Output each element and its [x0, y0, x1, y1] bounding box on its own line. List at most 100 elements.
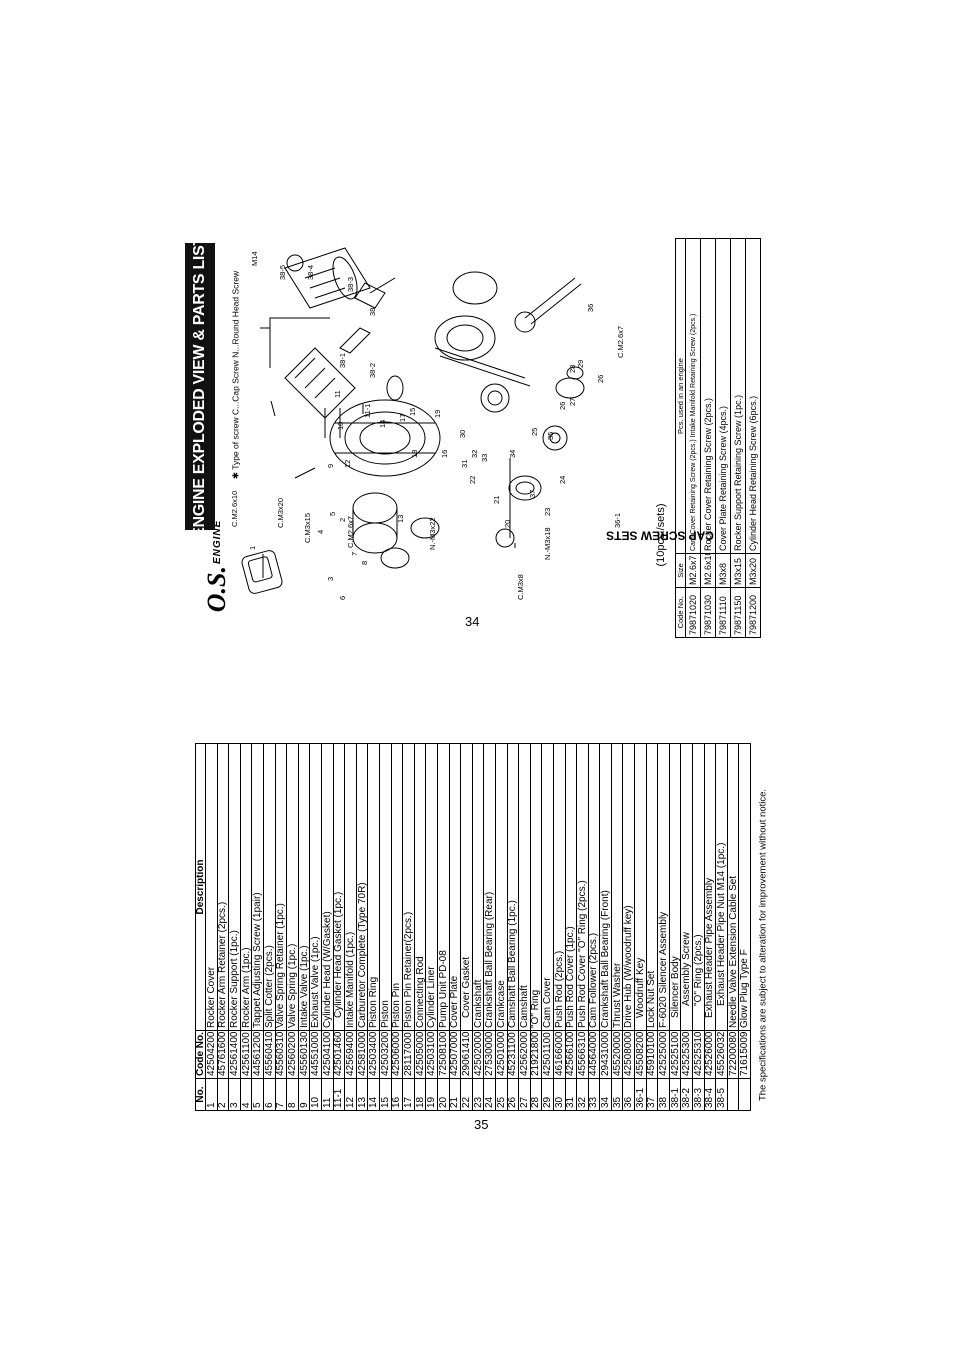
part-no-cell: 4: [240, 1078, 252, 1111]
callout-38-1: 38-1: [338, 353, 347, 368]
part-no-cell: [727, 1078, 739, 1111]
callout-38-4: 38-4: [306, 265, 315, 280]
callout-31: 31: [460, 460, 469, 468]
parts-header-row: No. Code No. Description: [195, 743, 206, 1111]
part-no-cell: 38-1: [669, 1078, 681, 1111]
notice-text: The specifications are subject to altera…: [757, 788, 769, 1102]
part-code-cell: 42525000: [657, 1030, 670, 1079]
label-c-m2-6x10: C.M2.6x10: [230, 491, 239, 527]
part-no-cell: 31: [565, 1078, 577, 1111]
part-desc-cell: Cylinder Head (W/Gasket): [321, 743, 334, 1031]
part-no-cell: 27: [518, 1078, 531, 1111]
part-no-cell: 35: [611, 1078, 623, 1111]
part-code-cell: 45231100: [507, 1030, 519, 1079]
part-no-cell: 2: [217, 1078, 229, 1111]
callout-34: 34: [508, 450, 517, 458]
part-desc-cell: Carburetor Complete (Type 70R): [356, 743, 368, 1031]
crankshaft-part: [524, 277, 582, 325]
callout-13: 13: [396, 515, 405, 523]
callout-3: 3: [326, 577, 335, 581]
piston-part: [410, 517, 440, 539]
cylinder-head-part: [284, 347, 356, 419]
callout-36: 36: [586, 304, 595, 312]
part-code-cell: 42561100: [240, 1030, 252, 1079]
callout-4: 4: [316, 530, 325, 534]
cap-screw-table-wrap: Code No. Size Pcs. used in an engine 798…: [675, 238, 761, 638]
part-desc-cell: Needle Valve Extension Cable Set: [727, 743, 739, 1031]
part-code-cell: 42569400: [344, 1030, 357, 1079]
cap-size-cell: M3x8: [715, 553, 731, 588]
page-number-upper: 34: [465, 614, 480, 629]
part-no-cell: 38-3: [692, 1078, 705, 1111]
part-code-cell: 45560130: [298, 1030, 310, 1079]
part-code-cell: 42581000: [356, 1030, 368, 1079]
callout-16: 16: [440, 450, 449, 458]
part-desc-cell: Crankshaft Ball Bearing (Front): [599, 743, 612, 1031]
part-desc-cell: Crankcase: [495, 743, 508, 1031]
front-bearing-part: [542, 425, 568, 451]
part-no-cell: 13: [356, 1078, 368, 1111]
part-desc-cell: Piston Pin Retainer(2pcs.): [402, 743, 415, 1031]
callout-38-2: 38-2: [368, 363, 377, 378]
part-desc-cell: Piston Ring: [367, 743, 380, 1031]
part-no-cell: 17: [402, 1078, 415, 1111]
callout-38: 38: [368, 308, 377, 316]
part-desc-cell: Piston Pin: [391, 743, 403, 1031]
part-no-cell: 28: [530, 1078, 542, 1111]
crankcase-part: [329, 399, 441, 477]
part-desc-cell: "O" Ring (2pcs.): [692, 743, 705, 1031]
part-desc-cell: Push Rod (2pcs.): [553, 743, 565, 1031]
part-code-cell: 42502000: [472, 1030, 484, 1079]
cap-size-cell: M2.6x7: [685, 553, 701, 588]
part-desc-cell: F-6020 Silencer Assembly: [657, 743, 670, 1031]
part-code-cell: 42504100: [321, 1030, 334, 1079]
parts-header-desc: Description: [195, 743, 206, 1031]
part-no-cell: 21: [449, 1078, 461, 1111]
cap-code-cell: 79871030: [700, 587, 716, 638]
callout-7: 7: [350, 552, 359, 556]
part-code-cell: 42503100: [425, 1030, 438, 1079]
callout-11: 11: [333, 390, 342, 398]
part-desc-cell: Cover Plate: [449, 743, 461, 1031]
callout-32: 32: [470, 450, 479, 458]
part-code-cell: 21921800: [530, 1030, 542, 1079]
callout-25: 25: [530, 428, 539, 436]
callout-35: 35: [546, 432, 555, 440]
callout-36-1: 36-1: [613, 513, 622, 528]
cap-screw-table: Code No. Size Pcs. used in an engine 798…: [675, 238, 761, 638]
label-m14: M14: [250, 251, 259, 266]
cap-usage-cell: Rocker Cover Retaining Screw (2pcs.): [700, 238, 716, 554]
part-code-cell: 44561200: [251, 1030, 264, 1079]
part-code-cell: 29061410: [460, 1030, 473, 1079]
part-desc-cell: Valve Spring Retainer (1pc.): [275, 743, 287, 1031]
part-no-cell: 36-1: [634, 1078, 647, 1111]
callout-26: 26: [558, 402, 567, 410]
part-no-cell: 12: [344, 1078, 357, 1111]
part-desc-cell: "O" Ring: [530, 743, 542, 1031]
callout-27: 27: [568, 398, 577, 406]
part-code-cell: 45761600: [217, 1030, 229, 1079]
part-no-cell: 37: [646, 1078, 658, 1111]
callout-33: 33: [480, 454, 489, 462]
part-no-cell: 36: [622, 1078, 635, 1111]
part-no-cell: 3: [228, 1078, 241, 1111]
piston-ring-part: [380, 547, 410, 569]
